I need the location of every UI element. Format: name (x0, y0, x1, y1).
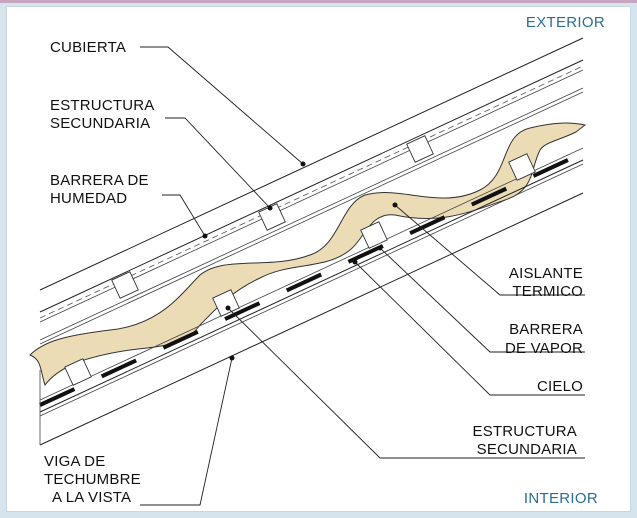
label-cubierta: CUBIERTA (50, 39, 126, 56)
viga-layer (39, 192, 584, 446)
label-viga-line2: TECHUMBRE (44, 471, 141, 488)
label-barrera-humedad-line1: BARRERA DE (50, 172, 149, 189)
leader-dots (202, 161, 398, 361)
aislante-termico-shape (29, 122, 587, 387)
label-cielo: CIELO (537, 378, 583, 395)
cubierta-layer (39, 37, 584, 313)
label-barrera-vapor-line1: BARRERA (509, 321, 583, 338)
zone-interior-label: INTERIOR (524, 490, 598, 507)
label-aislante-line1: AISLANTE (509, 265, 583, 282)
estructura-secundaria-band (39, 87, 584, 345)
label-estructura-secundaria-bot-line1: ESTRUCTURA (472, 423, 577, 440)
label-barrera-vapor-line2: DE VAPOR (505, 340, 583, 357)
barrera-vapor-layer (39, 147, 584, 407)
estructura-secundaria-blocks (64, 135, 536, 386)
cielo-layer (39, 159, 584, 417)
zone-exterior-label: EXTERIOR (526, 14, 605, 31)
label-estructura-secundaria-top-line1: ESTRUCTURA (50, 97, 155, 114)
label-viga-line3: A LA VISTA (52, 489, 131, 506)
label-estructura-secundaria-top-line2: SECUNDARIA (50, 115, 150, 132)
label-viga-line1: VIGA DE (44, 453, 105, 470)
leader-lines (140, 46, 585, 506)
top-accent-bar (0, 0, 637, 3)
label-barrera-humedad-line2: HUMEDAD (50, 190, 127, 207)
label-estructura-secundaria-bot-line2: SECUNDARIA (477, 441, 577, 458)
label-aislante-line2: TERMICO (512, 283, 583, 300)
